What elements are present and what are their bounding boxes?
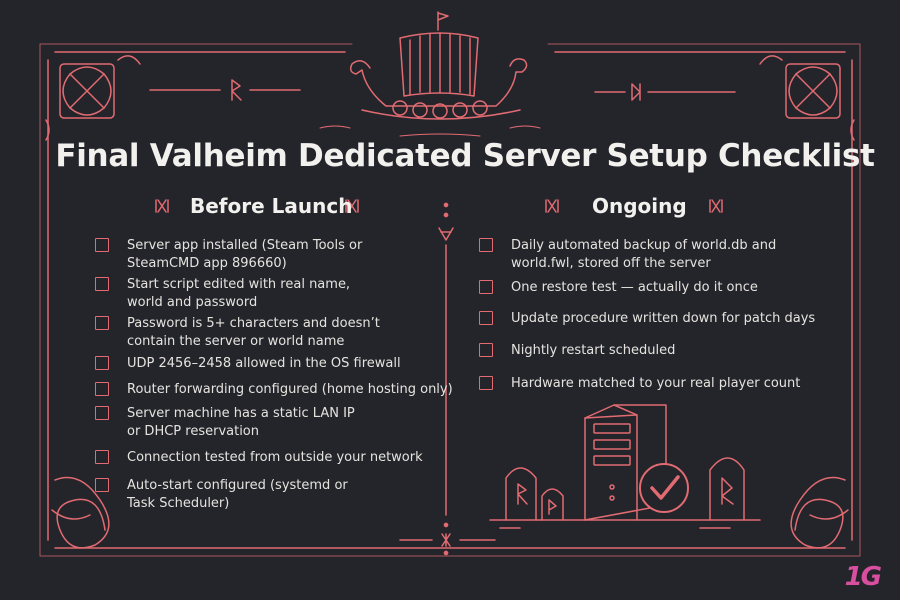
checkbox[interactable] (479, 376, 493, 390)
checklist-item-text: Nightly restart scheduled (511, 343, 676, 358)
checkbox[interactable] (95, 478, 109, 492)
rune-icon (594, 83, 736, 101)
checkbox[interactable] (95, 316, 109, 330)
checkbox[interactable] (95, 356, 109, 370)
checkbox[interactable] (479, 238, 493, 252)
column-divider (399, 202, 496, 556)
checklist-item-text: One restore test — actually do it once (511, 280, 758, 295)
rune-icon (149, 79, 301, 101)
ongoing-heading: Ongoing (592, 194, 687, 218)
before-launch-heading: Before Launch (190, 194, 353, 218)
page-title: Final Valheim Dedicated Server Setup Che… (55, 138, 875, 174)
checklist-item-text: Connection tested from outside your netw… (127, 450, 423, 465)
checkbox[interactable] (95, 277, 109, 291)
celtic-knot-icon (790, 476, 849, 549)
checkbox[interactable] (479, 311, 493, 325)
longship-icon (319, 11, 541, 137)
checkbox[interactable] (479, 280, 493, 294)
celtic-knot-icon (45, 55, 141, 141)
checkbox[interactable] (95, 382, 109, 396)
rune-stone-icon (489, 457, 761, 529)
checklist-item-text: Hardware matched to your real player cou… (511, 376, 801, 391)
brand-logo: 1G (844, 562, 882, 592)
checklist-item-text: Router forwarding configured (home hosti… (127, 382, 453, 397)
checkbox[interactable] (479, 343, 493, 357)
checkmark-icon (639, 463, 689, 513)
checkbox[interactable] (95, 450, 109, 464)
celtic-knot-icon (51, 476, 110, 549)
checkbox[interactable] (95, 238, 109, 252)
checklist-item-text: UDP 2456–2458 allowed in the OS firewall (127, 356, 401, 371)
checkbox[interactable] (95, 406, 109, 420)
checklist-item-text: Update procedure written down for patch … (511, 311, 816, 326)
checklist-item-text: Start script edited with real name,world… (127, 277, 351, 310)
server-tower-icon (584, 404, 667, 521)
rune-icon (155, 199, 723, 213)
celtic-knot-icon (759, 55, 855, 141)
